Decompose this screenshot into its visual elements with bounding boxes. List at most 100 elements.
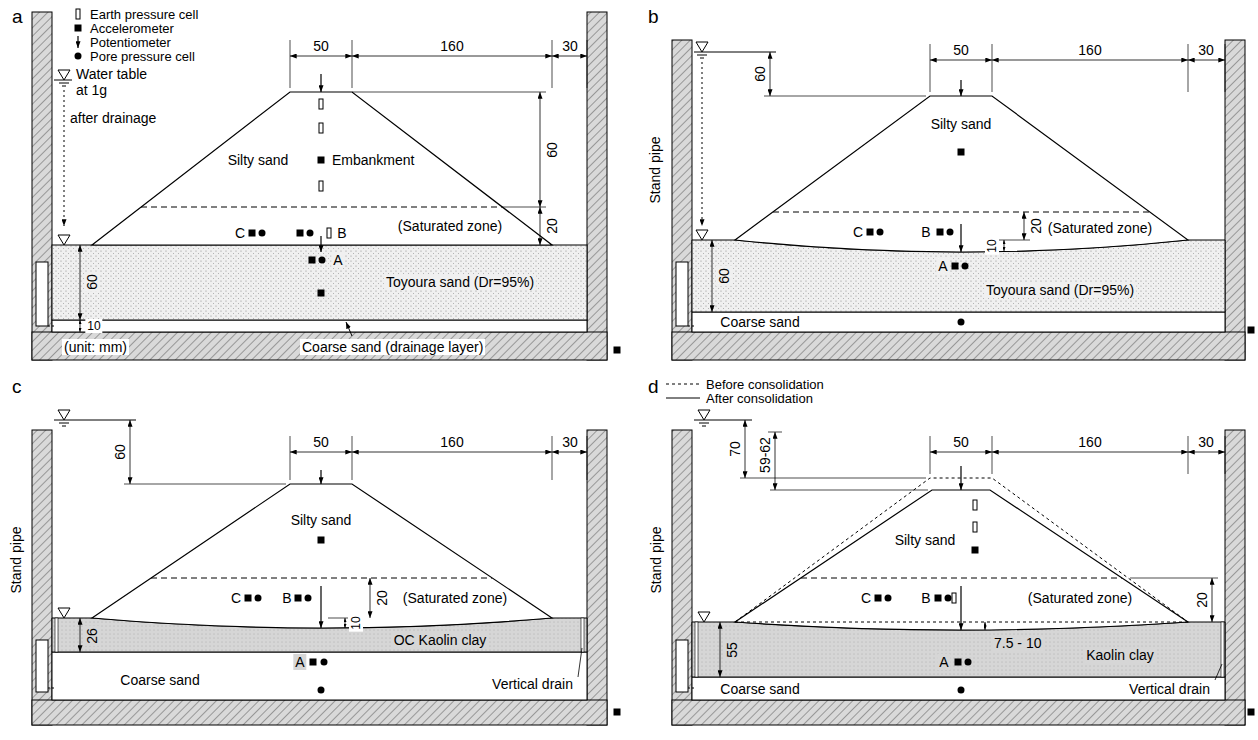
accelerometer (937, 229, 944, 236)
pore-pressure-cell (965, 659, 972, 666)
accelerometer (935, 595, 942, 602)
material-label: Embankment (332, 152, 414, 168)
zone-label: (Saturated zone) (398, 218, 502, 234)
stand-pipe (676, 262, 688, 326)
accelerometer (952, 263, 959, 270)
potentiometer (960, 586, 961, 630)
dimension-line (720, 622, 721, 677)
dimension-line (80, 618, 81, 652)
embankment (735, 96, 1188, 252)
potentiometer (960, 224, 961, 252)
leader-arrow (346, 322, 352, 336)
note: Stand pipe (8, 527, 24, 594)
pore-pressure-cell (319, 257, 326, 264)
dimension-label: 50 (953, 42, 969, 58)
water-level-symbol (58, 70, 70, 80)
water-level-symbol (699, 423, 709, 424)
sensor-label: B (921, 590, 930, 606)
dimension-line (1188, 60, 1225, 61)
saturated-zone-line (151, 578, 492, 579)
dimension-label: 60 (752, 66, 768, 82)
dimension-label: 20 (1028, 218, 1044, 234)
vertical-drain (581, 618, 584, 652)
extension-line (1225, 436, 1226, 474)
sensor-label: B (921, 224, 930, 240)
potentiometer (960, 466, 961, 490)
dimension-label: 10 (85, 319, 102, 333)
water-level-symbol (58, 608, 70, 618)
extension-line (552, 436, 553, 480)
saturated-zone-line (773, 212, 1150, 213)
dimension-line (985, 622, 986, 630)
extension-line (930, 436, 931, 474)
panel-letter: c (12, 376, 22, 397)
extension-line (587, 436, 588, 480)
pore-pressure-cell (877, 229, 884, 236)
dimension-line (745, 420, 746, 478)
material-label: Coarse sand (118, 672, 201, 688)
leader-line (1215, 664, 1222, 680)
dimension-label: 30 (1198, 42, 1214, 58)
legend-text: Potentiometer (90, 35, 171, 50)
water-level-symbol (58, 410, 70, 420)
vertical-drain (695, 622, 698, 677)
earth-pressure-cell (319, 123, 323, 133)
earth-pressure-cell (973, 522, 977, 532)
sensor-label: A (936, 258, 949, 274)
sensor-label: C (235, 225, 245, 241)
accelerometer (318, 290, 325, 297)
pore-pressure-cell (318, 687, 325, 694)
dimension-label: 50 (953, 434, 969, 450)
water-level-symbol (62, 426, 66, 427)
dimension-label: 55 (724, 640, 740, 660)
note: after drainage (70, 110, 156, 126)
water-level-symbol (58, 235, 70, 245)
extension-line (998, 240, 1030, 241)
coarse-sand-layer (692, 677, 1225, 700)
vertical-drain (55, 618, 58, 652)
dimension-line (775, 432, 776, 490)
dimension-label: 59-62 (757, 437, 773, 473)
water-level-symbol (62, 86, 66, 87)
dimension-label: 60 (716, 266, 732, 286)
dimension-label: 30 (562, 434, 578, 450)
dimension-line (552, 56, 587, 57)
earth-pressure-cell (76, 9, 80, 19)
stand-pipe (36, 640, 48, 692)
dimension-label: 10 (349, 614, 363, 631)
water-level-line (694, 420, 752, 421)
water-level-line (54, 80, 72, 81)
accelerometer (318, 537, 325, 544)
accelerometer (614, 347, 621, 354)
pore-pressure-cell (958, 687, 965, 694)
dimension-line (80, 245, 81, 320)
note: Stand pipe (648, 527, 664, 594)
potentiometer (320, 470, 321, 484)
extension-line (290, 40, 291, 88)
pore-pressure-cell (307, 230, 314, 237)
stand-pipe (676, 640, 688, 692)
material-label: Coarse sand (718, 681, 801, 697)
pipe-connection (688, 688, 696, 689)
material-label: Silty sand (291, 512, 352, 528)
coarse-sand-layer (52, 652, 587, 700)
dimension-line (770, 52, 771, 96)
legend-entry: Potentiometer (90, 35, 171, 50)
dimension-line (540, 207, 541, 245)
pore-pressure-cell (305, 595, 312, 602)
extension-line (352, 40, 353, 88)
dimension-line (1004, 240, 1005, 251)
dimension-line (352, 56, 552, 57)
note: Vertical drain (1127, 681, 1212, 697)
pore-pressure-cell (958, 319, 965, 326)
accelerometer (245, 595, 252, 602)
dimension-label: 7.5 - 10 (992, 635, 1043, 651)
dimension-line (290, 452, 352, 453)
dimension-label: 30 (562, 38, 578, 54)
material-label: Silty sand (931, 116, 992, 132)
panel-letter: b (648, 6, 659, 27)
dimension-label: 26 (84, 626, 100, 646)
pore-pressure-cell (75, 53, 82, 60)
dimension-label: 60 (112, 444, 128, 460)
note: Water table at 1g (76, 66, 158, 98)
